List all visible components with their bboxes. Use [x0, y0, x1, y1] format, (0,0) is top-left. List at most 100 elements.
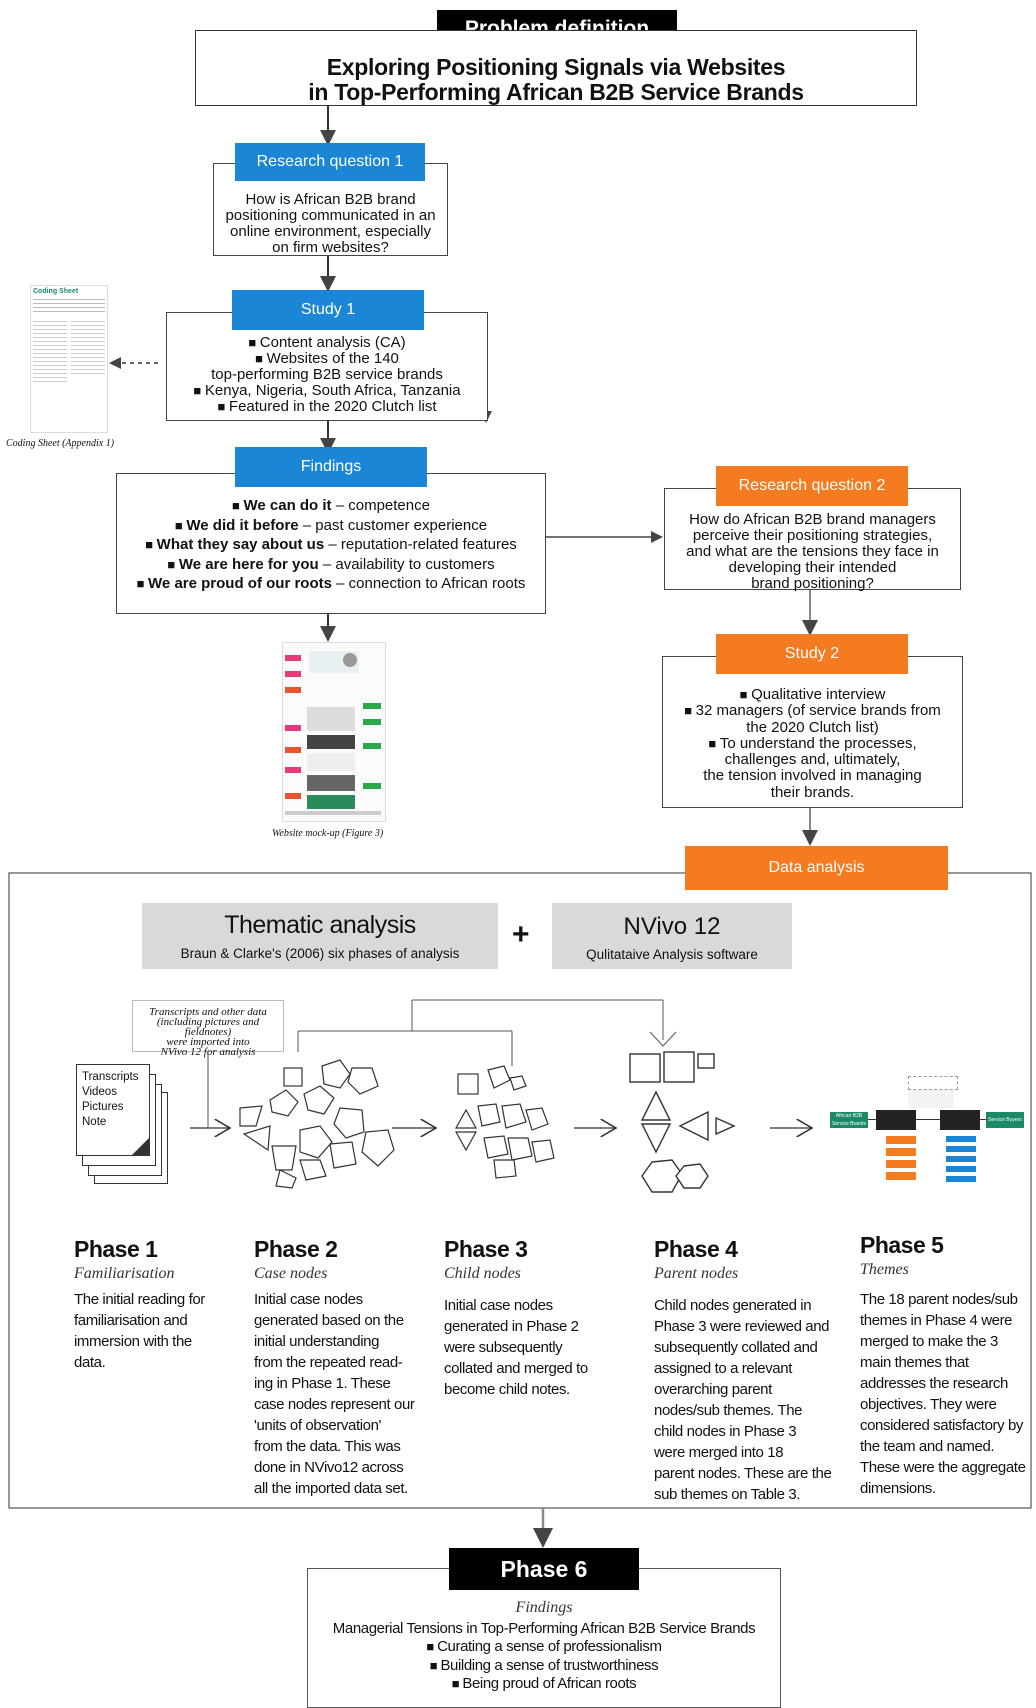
- study1-item: Featured in the 2020 Clutch list: [167, 399, 487, 415]
- phase-desc-line: objectives. They were: [860, 1396, 997, 1413]
- phase-desc-line: generated in Phase 2: [444, 1318, 579, 1335]
- phase-subtitle: Familiarisation: [74, 1265, 175, 1282]
- study1-item: top-performing B2B service brands: [211, 366, 443, 383]
- rq1-line: How is African B2B brand: [245, 191, 416, 208]
- rq2-line: developing their intended: [728, 559, 897, 576]
- phase-4: Phase 4 Parent nodes Child nodes generat…: [654, 1236, 836, 1505]
- phase-desc-line: themes in Phase 4 were: [860, 1312, 1013, 1329]
- phase-desc-line: nodes/sub themes. The: [654, 1402, 803, 1419]
- nvivo-box: NVivo 12 Qulitataive Analysis software: [552, 903, 792, 969]
- phase6-subtitle: Findings: [515, 1599, 573, 1616]
- phase-desc-line: merged to make the 3: [860, 1333, 998, 1350]
- phase-desc-line: The 18 parent nodes/sub: [860, 1291, 1018, 1308]
- rq1-line: online environment, especially: [230, 223, 431, 240]
- phase-1: Phase 1 Familiarisation The initial read…: [74, 1236, 224, 1373]
- rq2-line: and what are the tensions they face in: [686, 543, 939, 560]
- phase-desc-line: overarching parent: [654, 1381, 772, 1398]
- thematic-title: Thematic analysis: [224, 911, 416, 939]
- coding-sheet-title: Coding Sheet: [33, 288, 79, 295]
- mini-left-label: African B2B Service Brands: [830, 1112, 868, 1128]
- phase-desc-line: immersion with the: [74, 1333, 192, 1350]
- phase6-title: Phase 6: [500, 1555, 588, 1582]
- phase-title: Phase 4: [654, 1236, 738, 1262]
- phase-subtitle: Themes: [860, 1261, 909, 1278]
- findings-box: We can do it – competence We did it befo…: [116, 473, 546, 614]
- transcripts-note: Transcripts and other data (including pi…: [132, 1000, 284, 1058]
- phase-desc-line: considered satisfactory by: [860, 1417, 1024, 1434]
- phase-desc-line: assigned to a relevant: [654, 1360, 792, 1377]
- doc-item: Transcripts: [82, 1071, 139, 1083]
- child-nodes-shapes: [454, 1065, 555, 1179]
- study2-item: challenges and, ultimately,: [724, 751, 901, 769]
- doc-item: Pictures: [82, 1101, 124, 1113]
- phase-title: Phase 2: [254, 1236, 338, 1262]
- phase-subtitle: Case nodes: [254, 1265, 328, 1282]
- problem-box: Exploring Positioning Signals via Websit…: [195, 30, 917, 106]
- study1-box: Content analysis (CA) Websites of the 14…: [166, 312, 488, 421]
- document-stack-icon: Transcripts Videos Pictures Note: [76, 1064, 172, 1190]
- phase6-box: Findings Managerial Tensions in Top-Perf…: [307, 1568, 781, 1708]
- problem-title-line2: in Top-Performing African B2B Service Br…: [308, 79, 804, 105]
- phase-desc-line: parent nodes. These are the: [654, 1465, 832, 1482]
- phase-desc-line: addresses the research: [860, 1375, 1008, 1392]
- study1-label-text: Study 1: [300, 301, 356, 318]
- study2-item: Qualitative interview: [663, 686, 962, 703]
- study2-item: To understand the processes,: [663, 735, 962, 752]
- phase-desc-line: collated and merged to: [444, 1360, 588, 1377]
- study1-item: Content analysis (CA): [167, 335, 487, 351]
- coding-sheet-thumbnail: Coding Sheet: [30, 285, 108, 433]
- study2-box: Qualitative interview 32 managers (of se…: [662, 656, 963, 808]
- data-analysis-text: Data analysis: [768, 859, 865, 876]
- finding-item: We can do it – competence: [117, 496, 545, 516]
- rq1-label-text: Research question 1: [256, 153, 404, 170]
- phase-desc-line: done in NVivo12 across: [254, 1459, 404, 1476]
- phase-desc-line: were subsequently: [444, 1339, 563, 1356]
- nvivo-title: NVivo 12: [623, 913, 721, 940]
- study2-label-text: Study 2: [784, 645, 840, 662]
- study2-item: their brands.: [770, 783, 855, 801]
- website-mockup-caption: Website mock-up (Figure 3): [272, 828, 384, 839]
- phase-5: Phase 5 Themes The 18 parent nodes/sub t…: [860, 1232, 1030, 1499]
- case-nodes-shapes: [239, 1059, 395, 1189]
- note-line: were imported into: [166, 1036, 250, 1048]
- rq2-label: Research question 2: [716, 466, 908, 506]
- study1-item: Websites of the 140: [167, 351, 487, 367]
- phase-desc-line: These were the aggregate: [860, 1459, 1026, 1476]
- doc-item: Videos: [82, 1086, 117, 1098]
- plus-sign: +: [512, 918, 530, 951]
- findings-label: Findings: [235, 447, 427, 487]
- note-line: NVivo 12 for analysis: [160, 1046, 256, 1058]
- phase-desc-line: 'units of observation': [254, 1417, 382, 1434]
- phase-title: Phase 5: [860, 1232, 944, 1258]
- phase-desc-line: sub themes on Table 3.: [654, 1486, 801, 1503]
- note-line: Transcripts and other data: [149, 1006, 267, 1018]
- phase-title: Phase 3: [444, 1236, 528, 1262]
- finding-item: We did it before – past customer experie…: [117, 516, 545, 536]
- phase6-item: Building a sense of trustworthiness: [308, 1657, 780, 1676]
- phase-desc-line: dimensions.: [860, 1480, 936, 1497]
- phase-desc-line: become child notes.: [444, 1381, 570, 1398]
- finding-item: We are here for you – availability to cu…: [117, 555, 545, 575]
- note-line: (including pictures and fieldnotes): [156, 1016, 260, 1038]
- study2-item: the tension involved in managing: [703, 767, 922, 785]
- study2-item: the 2020 Clutch list): [746, 718, 879, 736]
- phase-desc-line: ing in Phase 1. These: [254, 1375, 391, 1392]
- nvivo-subtitle: Qulitataive Analysis software: [586, 947, 758, 962]
- phase-desc-line: Phase 3 were reviewed and: [654, 1318, 830, 1335]
- thematic-analysis-box: Thematic analysis Braun & Clarke's (2006…: [142, 903, 498, 969]
- mini-right-label: Service Buyers: [986, 1112, 1024, 1128]
- website-mockup-thumbnail: [282, 642, 386, 822]
- data-analysis-label: Data analysis: [685, 846, 948, 890]
- phase-desc-line: all the imported data set.: [254, 1480, 408, 1497]
- phase6-item: Being proud of African roots: [308, 1675, 780, 1694]
- phase-2: Phase 2 Case nodes Initial case nodes ge…: [254, 1236, 434, 1499]
- phase-desc-line: main themes that: [860, 1354, 969, 1371]
- phase-desc-line: data.: [74, 1354, 106, 1371]
- problem-title-line1: Exploring Positioning Signals via Websit…: [326, 54, 786, 80]
- phase-subtitle: Child nodes: [444, 1265, 521, 1282]
- rq1-label: Research question 1: [235, 143, 425, 181]
- study2-item: 32 managers (of service brands from: [663, 702, 962, 719]
- rq2-line: perceive their positioning strategies,: [692, 527, 933, 544]
- finding-item: We are proud of our roots – connection t…: [117, 574, 545, 594]
